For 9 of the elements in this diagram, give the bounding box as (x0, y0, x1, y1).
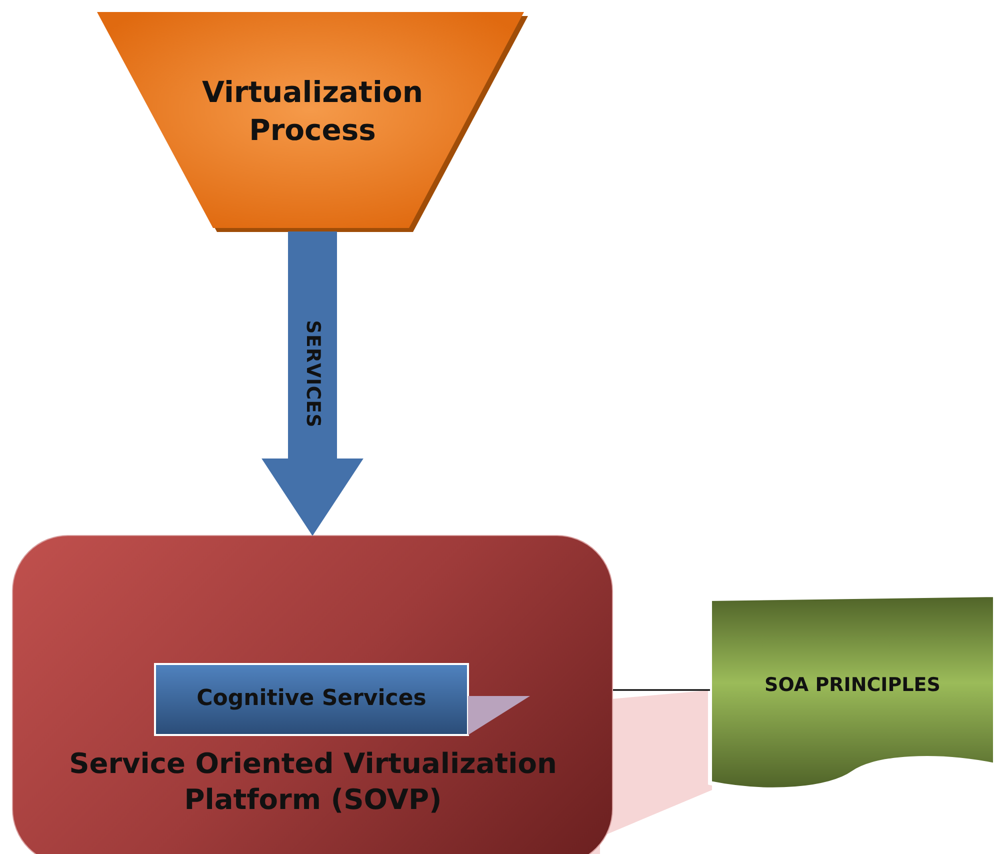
process-title: Virtualization Process (201, 74, 424, 149)
edge-label: SERVICES (302, 320, 324, 428)
platform-title: Service Oriented Virtualization Platform (SOVP) (68, 746, 558, 818)
platform-box (12, 535, 613, 854)
principles-title: SOA PRINCIPLES (764, 673, 940, 698)
connector-line (613, 689, 710, 691)
service-box (154, 663, 469, 736)
block-arrow (262, 232, 364, 536)
service-title: Cognitive Services (196, 685, 426, 714)
